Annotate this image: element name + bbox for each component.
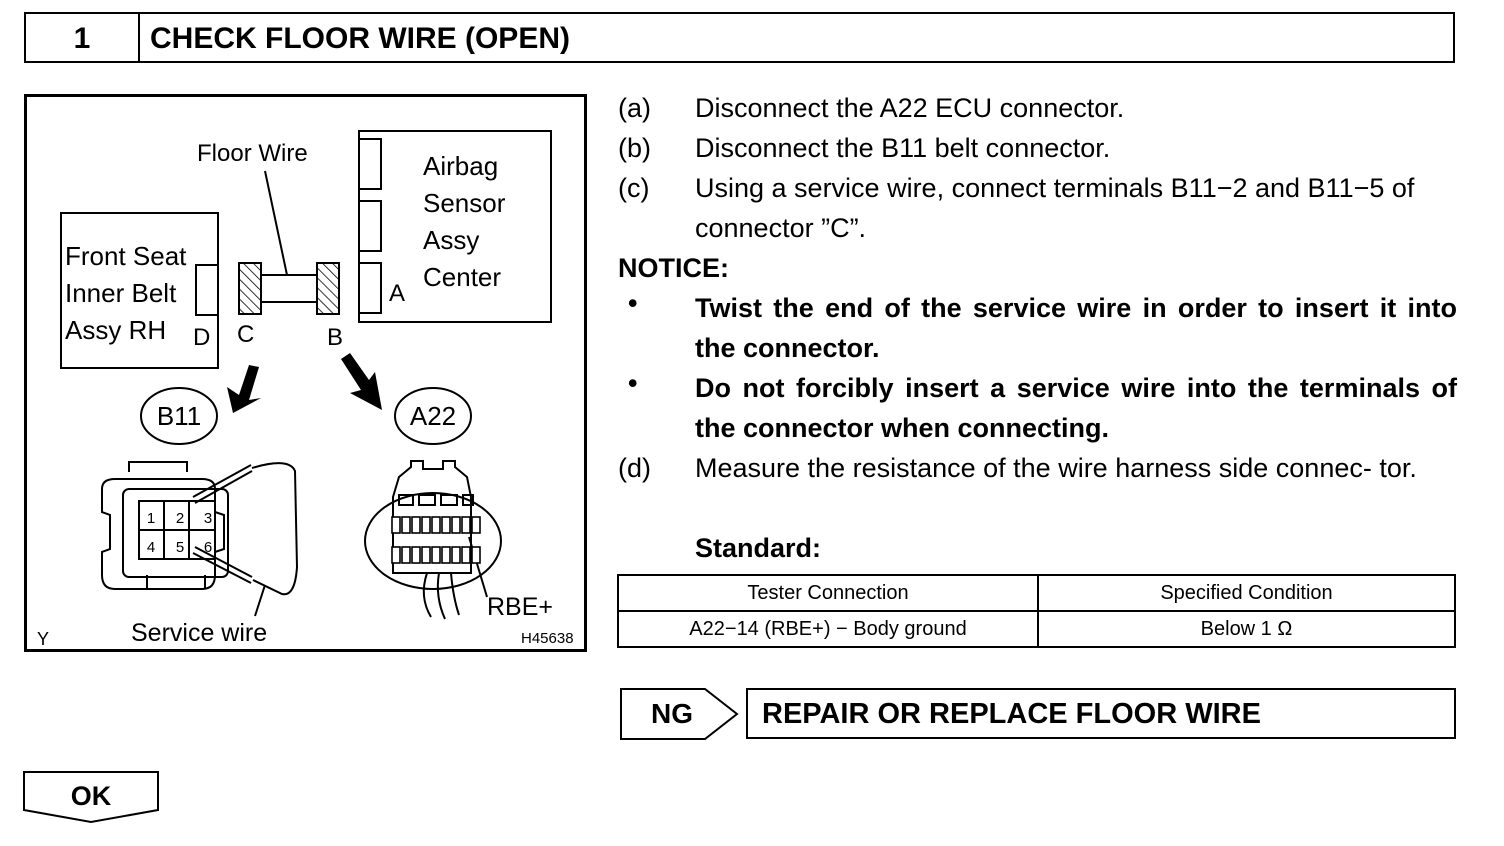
floor-wire-connector-b xyxy=(316,262,340,315)
rbe-label: RBE+ xyxy=(487,593,553,621)
seat-label-line2: Inner Belt xyxy=(65,278,177,308)
ok-arrow-shape xyxy=(23,771,159,824)
ok-label[interactable]: OK xyxy=(70,781,112,811)
notice-bullet-2: • Do not forcibly insert a service wire … xyxy=(618,368,1458,448)
oval-a22 xyxy=(394,387,472,445)
pin-5: 5 xyxy=(176,539,184,556)
arrow-c-to-b11 xyxy=(227,365,261,413)
wiring-figure: Floor Wire Airbag Sensor Assy Center Fro… xyxy=(24,94,587,652)
ng-action-box[interactable]: REPAIR OR REPLACE FLOOR WIRE xyxy=(746,688,1456,739)
header-specified-condition: Specified Condition xyxy=(1037,574,1456,612)
figure-id: H45638 xyxy=(521,630,574,647)
seat-label-line3: Assy RH xyxy=(65,315,166,345)
label-a22: A22 xyxy=(410,401,456,431)
table-row: A22−14 (RBE+) − Body ground Below 1 Ω xyxy=(617,610,1456,648)
label-a: A xyxy=(389,280,405,307)
airbag-connector-slot xyxy=(358,200,382,252)
label-b11: B11 xyxy=(157,401,201,431)
label-c: C xyxy=(237,321,254,348)
service-wire xyxy=(192,462,299,617)
airbag-label-line1: Airbag xyxy=(423,151,498,181)
pin-2: 2 xyxy=(176,510,184,527)
airbag-connector-slot xyxy=(358,138,382,190)
step-b-letter: (b) xyxy=(618,133,651,163)
step-b-text: Disconnect the B11 belt connector. xyxy=(695,133,1111,163)
notice-bullet-1-text: Twist the end of the service wire in ord… xyxy=(695,293,1457,363)
floor-wire-connector-c xyxy=(238,262,262,315)
pin-1: 1 xyxy=(147,510,155,527)
airbag-label-line4: Center xyxy=(423,262,501,292)
bullet-dot: • xyxy=(628,288,638,318)
airbag-label-line3: Assy xyxy=(423,225,479,255)
seat-label-line1: Front Seat xyxy=(65,241,187,271)
spec-table: Tester Connection Specified Condition A2… xyxy=(617,574,1456,648)
cell-tester-connection: A22−14 (RBE+) − Body ground xyxy=(617,610,1039,648)
step-a-text: Disconnect the A22 ECU connector. xyxy=(695,93,1125,123)
bullet-dot: • xyxy=(628,368,638,398)
floor-wire-label: Floor Wire xyxy=(197,140,308,167)
pin-6: 6 xyxy=(204,539,212,556)
ng-label[interactable]: NG xyxy=(651,698,693,729)
spec-table-header-row: Tester Connection Specified Condition xyxy=(617,574,1456,612)
wiring-diagram: Floor Wire Airbag Sensor Assy Center Fro… xyxy=(37,130,574,649)
label-d: D xyxy=(193,324,210,351)
arrow-b-to-a22 xyxy=(341,353,382,410)
pin-4: 4 xyxy=(147,539,155,556)
standard-label: Standard: xyxy=(695,533,822,563)
cell-specified-condition: Below 1 Ω xyxy=(1037,610,1456,648)
seat-connector-d xyxy=(195,264,219,316)
step-title: CHECK FLOOR WIRE (OPEN) xyxy=(150,22,570,55)
airbag-connector-slot-a xyxy=(358,262,382,314)
floor-wire-leader-line xyxy=(264,170,288,276)
corner-letter: Y xyxy=(37,629,49,649)
service-wire-label: Service wire xyxy=(131,619,267,647)
a22-connector-drawing xyxy=(364,460,502,620)
airbag-label-line2: Sensor xyxy=(423,188,506,218)
pin-3: 3 xyxy=(204,510,212,527)
label-b: B xyxy=(327,324,343,351)
header-tester-connection: Tester Connection xyxy=(617,574,1039,612)
step-d-letter: (d) xyxy=(618,453,651,483)
step-header: 1 CHECK FLOOR WIRE (OPEN) xyxy=(24,12,1455,63)
a22-pin-rows xyxy=(391,516,481,564)
notice-bullet-1: • Twist the end of the service wire in o… xyxy=(618,288,1458,368)
step-d-text: Measure the resistance of the wire harne… xyxy=(695,453,1417,483)
step-number: 1 xyxy=(26,14,140,61)
step-c-letter: (c) xyxy=(618,173,650,203)
oval-b11 xyxy=(140,387,218,445)
ng-arrow-shape xyxy=(620,688,739,740)
step-c-text: Using a service wire, connect terminals … xyxy=(695,173,1415,243)
step-a-letter: (a) xyxy=(618,93,651,123)
notice-bullet-2-text: Do not forcibly insert a service wire in… xyxy=(695,373,1457,443)
notice-label: NOTICE: xyxy=(618,253,729,283)
